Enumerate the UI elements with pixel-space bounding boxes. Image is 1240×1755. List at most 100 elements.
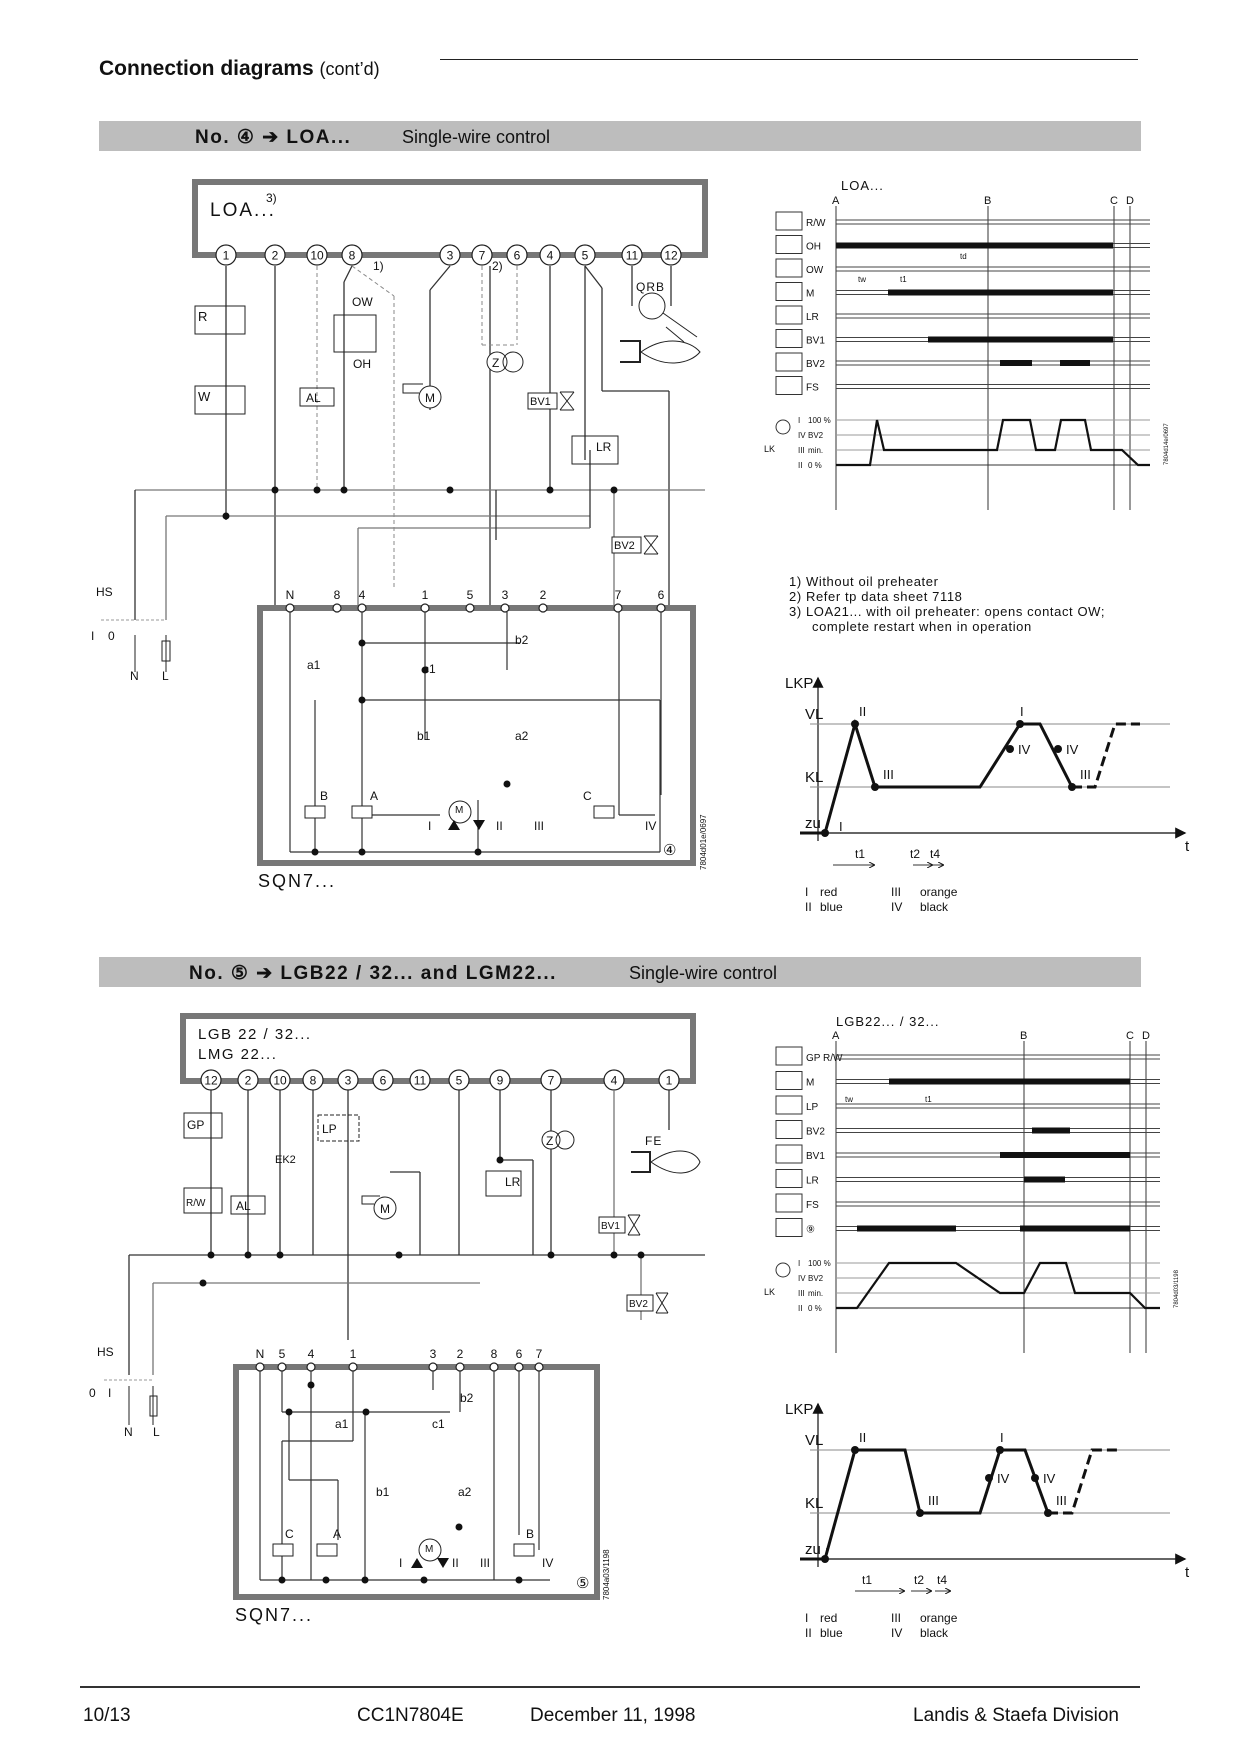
actuator-terminal-1 bbox=[348, 1362, 358, 1372]
interval-td: td bbox=[960, 252, 967, 261]
terminal-label: 6 bbox=[380, 1074, 387, 1088]
sqn7-motor: M bbox=[448, 800, 485, 830]
lkp-level-label: VL bbox=[805, 1432, 823, 1449]
component-lr: LR bbox=[571, 435, 619, 465]
svg-text:I: I bbox=[428, 819, 431, 833]
mains-switch-hs-5: HS 0 I N L bbox=[89, 1345, 160, 1439]
svg-text:A: A bbox=[333, 1527, 341, 1541]
terminal-7 bbox=[471, 244, 493, 266]
terminal-label: 9 bbox=[497, 1074, 504, 1088]
sqn7-actuator-box bbox=[257, 605, 696, 866]
timing-5-title: LGB22... / 32... bbox=[836, 1014, 939, 1029]
component-al: AL bbox=[299, 387, 335, 407]
timing-row-label: M bbox=[806, 289, 814, 300]
lkp-point bbox=[1031, 1474, 1039, 1482]
timing-on-bar bbox=[888, 289, 1113, 296]
actuator-terminal-label: 4 bbox=[308, 1347, 315, 1361]
actuator-terminal-2 bbox=[538, 603, 548, 613]
actuator-terminal-label: 4 bbox=[359, 588, 366, 602]
lkp-legend-roman: IV bbox=[891, 1626, 902, 1640]
terminal-label: 7 bbox=[479, 249, 486, 263]
scale-level: min. bbox=[808, 1289, 823, 1298]
note-3-cont: complete restart when in operation bbox=[812, 619, 1032, 634]
terminal-label: 8 bbox=[310, 1074, 317, 1088]
timing-row-label: OW bbox=[806, 265, 824, 276]
actuator-terminal-N bbox=[285, 603, 295, 613]
timing-on-bar bbox=[836, 242, 1113, 249]
scale-level: BV2 bbox=[808, 1274, 824, 1283]
timing-row-icon bbox=[775, 1193, 803, 1213]
timing-row-icon bbox=[775, 282, 803, 301]
page-title-suffix: (cont’d) bbox=[319, 59, 380, 79]
lkp-x-label: t bbox=[1185, 1564, 1190, 1581]
title-rule bbox=[440, 59, 1138, 60]
timing-row-icon bbox=[775, 329, 803, 348]
timing-row-label: LR bbox=[806, 312, 819, 323]
component-bv2: BV2 bbox=[611, 535, 659, 555]
lkp-level-label: KL bbox=[805, 769, 823, 786]
actuator-terminal-label: 7 bbox=[536, 1347, 543, 1361]
timing-row-icon bbox=[775, 1071, 803, 1090]
terminal-label: 12 bbox=[664, 249, 678, 263]
svg-text:BV2: BV2 bbox=[629, 1299, 648, 1310]
svg-text:M: M bbox=[425, 1544, 433, 1555]
terminal-6 bbox=[506, 244, 528, 266]
lkp-legend-roman: I bbox=[805, 885, 808, 899]
timing-marker-B: B bbox=[1020, 1030, 1027, 1042]
interval-tw: tw bbox=[845, 1095, 853, 1104]
terminal-label: 3 bbox=[345, 1074, 352, 1088]
sqn7-motor-5: M bbox=[411, 1538, 449, 1568]
lkp-interval-label: t4 bbox=[937, 1573, 947, 1587]
actuator-motor-icon bbox=[775, 1262, 791, 1278]
lkp-legend-roman: I bbox=[805, 1611, 808, 1625]
svg-text:b1: b1 bbox=[376, 1485, 390, 1499]
timing-on-bar bbox=[1024, 1176, 1065, 1183]
lkp-interval-label: t1 bbox=[862, 1573, 872, 1587]
interval-t1: t1 bbox=[900, 275, 907, 284]
component-motor-m-5: M bbox=[361, 1195, 397, 1220]
component-bv1: BV1 bbox=[527, 391, 575, 411]
scale-lk-label: LK bbox=[764, 444, 775, 454]
lgb-controller-box bbox=[180, 1013, 696, 1084]
timing-row-icon bbox=[775, 1095, 803, 1115]
actuator-terminal-label: 1 bbox=[350, 1347, 357, 1361]
timing-row-icon bbox=[775, 235, 803, 254]
timing-row-icon bbox=[775, 1169, 803, 1188]
actuator-terminal-2 bbox=[455, 1362, 465, 1372]
component-ek2: EK2 bbox=[275, 1154, 296, 1166]
lkp-trace bbox=[800, 1448, 1050, 1561]
svg-text:b2: b2 bbox=[515, 633, 529, 647]
lkp-level-label: zu bbox=[805, 1541, 821, 1558]
diagram-number-5: ⑤ bbox=[576, 1575, 589, 1592]
component-ignition-z-5: Z bbox=[541, 1130, 575, 1150]
scale-level: 0 % bbox=[808, 1304, 822, 1313]
timing-row-label: BV2 bbox=[806, 1127, 825, 1138]
svg-text:OH: OH bbox=[353, 357, 371, 371]
timing-row-label: BV1 bbox=[806, 1151, 825, 1162]
lkp-legend-roman: II bbox=[805, 900, 812, 914]
timing-on-bar bbox=[1000, 1152, 1130, 1158]
svg-text:LP: LP bbox=[322, 1122, 337, 1136]
sqn7-name-5: SQN7... bbox=[235, 1605, 313, 1625]
lkp-point bbox=[851, 720, 859, 728]
actuator-terminal-8 bbox=[489, 1362, 499, 1372]
lkp-point-label: I bbox=[825, 1545, 829, 1560]
lkp-legend-color: red bbox=[820, 1611, 837, 1625]
svg-text:0: 0 bbox=[89, 1386, 96, 1400]
terminal-label: 4 bbox=[547, 249, 554, 263]
lkp-point-label: III bbox=[883, 767, 894, 782]
flame-symbol bbox=[620, 340, 701, 364]
actuator-motor-icon bbox=[775, 419, 791, 435]
scale-lk-label: LK bbox=[764, 1287, 775, 1297]
timing-on-bar bbox=[1032, 1127, 1070, 1134]
timing-row-icon bbox=[775, 376, 803, 395]
timing-row-label: R/W bbox=[806, 218, 826, 229]
note-2: 2) Refer tp data sheet 7118 bbox=[789, 589, 963, 604]
actuator-terminal-label: 5 bbox=[279, 1347, 286, 1361]
lkp-point-label: III bbox=[928, 1493, 939, 1508]
svg-text:BV1: BV1 bbox=[530, 396, 551, 408]
lkp-interval-label: t2 bbox=[910, 847, 920, 861]
